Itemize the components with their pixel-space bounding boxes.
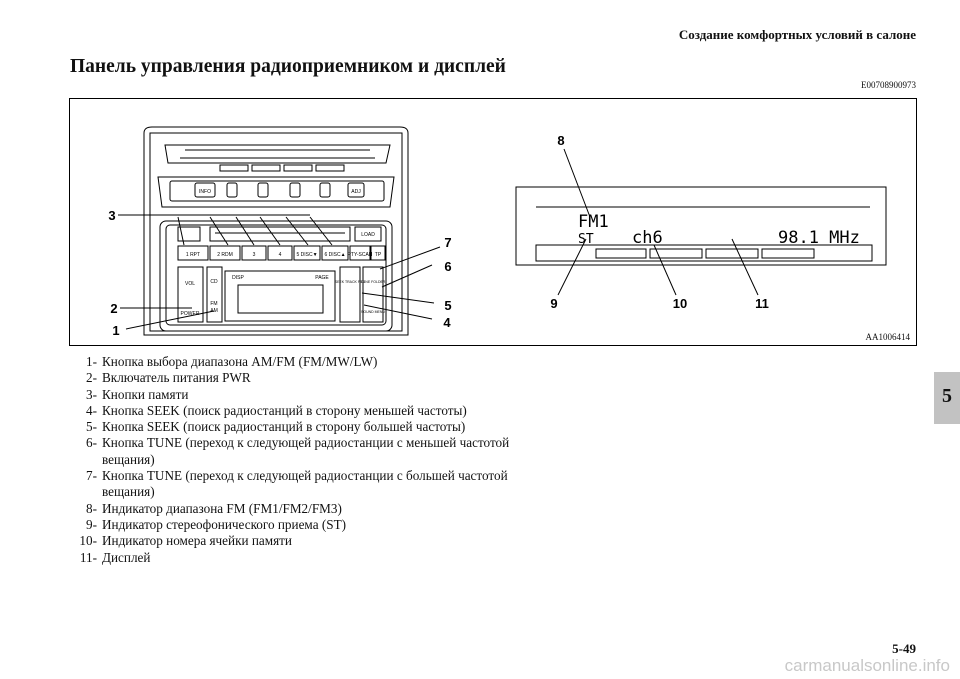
page-title: Панель управления радиоприемником и дисп…	[70, 56, 506, 77]
callout-6: 6	[444, 259, 451, 274]
callout-5: 5	[444, 298, 451, 313]
legend-item-number: 2-	[86, 370, 97, 386]
legend-item-text: Кнопка SEEK (поиск радиостанций в сторон…	[102, 419, 466, 435]
legend-item-text: Кнопка TUNE (переход к следующей радиост…	[102, 468, 508, 500]
power-button: POWER	[181, 311, 200, 317]
channel-indicator: ch6	[632, 228, 663, 248]
callout-9: 9	[550, 296, 557, 311]
callout-11: 11	[755, 296, 769, 311]
fm-button: FM	[210, 301, 217, 307]
legend-item-text: Кнопки памяти	[102, 386, 189, 402]
preset-2-button: 2 RDM	[217, 252, 233, 258]
page-button: PAGE	[315, 275, 329, 281]
legend-item-text: Индикатор стереофонического приема (ST)	[102, 516, 347, 532]
legend-item-number: 9-	[86, 516, 97, 532]
legend-item: 9- Индикатор стереофонического приема (ST…	[70, 517, 522, 533]
page-number: 5-49	[892, 641, 916, 656]
legend-item: 1- Кнопка выбора диапазона AM/FM (FM/MW/L…	[70, 354, 522, 370]
callout-7: 7	[444, 235, 451, 250]
legend-item-number: 6-	[86, 435, 97, 451]
chapter-number: 5	[942, 385, 952, 407]
callout-2: 2	[110, 301, 117, 316]
legend-item: 2- Включатель питания PWR	[70, 370, 522, 386]
tp-button: TP	[375, 252, 382, 258]
legend-item: 6- Кнопка TUNE (переход к следующей радио…	[70, 435, 522, 468]
legend-item-text: Кнопка TUNE (переход к следующей радиост…	[102, 435, 510, 467]
legend-item: 8- Индикатор диапазона FM (FM1/FM2/FM3)	[70, 501, 522, 517]
running-header: Создание комфортных условий в салоне	[678, 27, 916, 42]
watermark: carmanualsonline.info	[784, 656, 950, 675]
callout-8: 8	[557, 133, 564, 148]
legend-list: 1- Кнопка выбора диапазона AM/FM (FM/MW/L…	[70, 354, 522, 566]
legend-item-number: 1-	[86, 354, 97, 369]
legend-item: 11- Дисплей	[70, 550, 522, 566]
callout-3: 3	[108, 208, 115, 223]
callout-1: 1	[112, 323, 119, 338]
legend-item-number: 10-	[79, 533, 97, 549]
legend-item-number: 7-	[86, 468, 97, 484]
document-id: E00708900973	[861, 80, 916, 90]
legend-item-text: Дисплей	[102, 549, 151, 565]
load-button: LOAD	[361, 232, 375, 238]
legend-item: 7- Кнопка TUNE (переход к следующей радио…	[70, 468, 522, 501]
preset-3-button: 3	[253, 252, 256, 258]
legend-item-number: 8-	[86, 500, 97, 516]
legend-item-number: 11-	[79, 549, 97, 565]
chapter-tab: 5	[934, 372, 960, 424]
legend-item-text: Кнопка SEEK (поиск радиостанций в сторон…	[102, 402, 467, 418]
legend-item-text: Включатель питания PWR	[102, 370, 251, 386]
legend-item: 4- Кнопка SEEK (поиск радиостанций в стор…	[70, 403, 522, 419]
frequency-display: 98.1 MHz	[778, 228, 860, 248]
image-code: AA1006414	[865, 332, 911, 342]
pty-scan-button: PTY-SCAN	[348, 252, 373, 258]
cd-button: CD	[210, 279, 218, 285]
preset-6-button: 6 DISC▲	[324, 252, 345, 258]
disp-button: DISP	[232, 275, 244, 281]
legend-item: 10- Индикатор номера ячейки памяти	[70, 533, 522, 549]
preset-4-button: 4	[279, 252, 282, 258]
legend-item-text: Кнопка выбора диапазона AM/FM (FM/MW/LW)	[102, 354, 378, 369]
radio-panel-figure: INFO ADJ LOAD 1 RPT 2 RDM 3 4 5 DISC▼ 6 …	[69, 98, 917, 346]
radio-panel-illustration: INFO ADJ LOAD 1 RPT 2 RDM 3 4 5 DISC▼ 6 …	[108, 126, 887, 338]
vol-label: VOL	[185, 281, 195, 287]
legend-item: 5- Кнопка SEEK (поиск радиостанций в стор…	[70, 419, 522, 435]
legend-item-number: 5-	[86, 419, 97, 435]
legend-item-number: 4-	[86, 402, 97, 418]
callout-10: 10	[673, 296, 687, 311]
preset-1-button: 1 RPT	[186, 252, 200, 258]
info-button: INFO	[199, 189, 211, 195]
preset-5-button: 5 DISC▼	[296, 252, 317, 258]
adj-button: ADJ	[351, 189, 361, 195]
legend-item: 3- Кнопки памяти	[70, 387, 522, 403]
tune-folder-button: TUNE FOLDER	[361, 280, 386, 284]
sound-menu-button: SOUND MENU	[361, 310, 385, 314]
legend-item-text: Индикатор номера ячейки памяти	[102, 533, 292, 549]
seek-track-file-button: SEEK TRACK FILE	[335, 280, 366, 284]
callout-4: 4	[443, 315, 451, 330]
legend-item-number: 3-	[86, 386, 97, 402]
am-button: AM	[210, 308, 218, 314]
legend-item-text: Индикатор диапазона FM (FM1/FM2/FM3)	[102, 500, 342, 516]
band-indicator: FM1	[578, 212, 609, 232]
stereo-indicator: ST	[578, 232, 594, 247]
